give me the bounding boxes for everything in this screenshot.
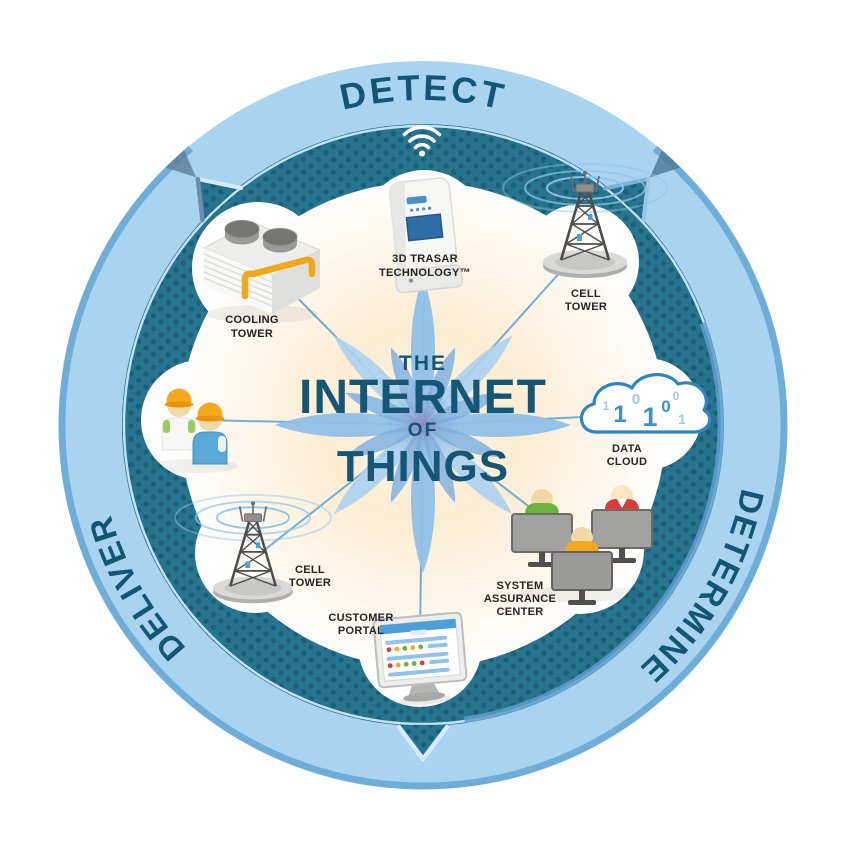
svg-text:1: 1 xyxy=(613,401,626,428)
title-internet: INTERNET xyxy=(299,371,547,424)
ring-notch-top-left xyxy=(165,150,243,223)
cell-tower-right-label: CELL TOWER xyxy=(565,288,607,313)
svg-text:CLOUD: CLOUD xyxy=(607,456,648,468)
customer-portal-label: CUSTOMER PORTAL xyxy=(328,612,393,637)
star-center-glow xyxy=(389,391,457,459)
svg-text:1: 1 xyxy=(678,411,686,427)
svg-text:0: 0 xyxy=(661,397,670,416)
svg-text:PORTAL: PORTAL xyxy=(338,625,384,637)
svg-text:COOLING: COOLING xyxy=(225,314,278,326)
svg-text:TOWER: TOWER xyxy=(231,328,273,340)
worker-white-vest xyxy=(161,388,197,451)
status-dot-row-1 xyxy=(386,642,448,653)
svg-text:ASSURANCE: ASSURANCE xyxy=(484,593,556,605)
field-workers-icon xyxy=(150,388,238,473)
svg-text:CELL: CELL xyxy=(295,564,325,576)
controller-screen xyxy=(405,213,444,242)
ring-notch-bottom xyxy=(396,724,450,762)
workstation-orange xyxy=(551,527,613,605)
page-title: THE INTERNET OF THINGS xyxy=(299,352,547,491)
trasar-label: 3D TRASAR TECHNOLOGY™ xyxy=(379,253,471,279)
svg-text:CENTER: CENTER xyxy=(496,606,543,618)
title-the: THE xyxy=(399,352,447,375)
yellow-pipe xyxy=(241,256,316,300)
system-assurance-label: SYSTEM ASSURANCE CENTER xyxy=(484,580,556,618)
ring-inner-shadow-arc xyxy=(464,321,725,724)
cell-tower-left-label: CELL TOWER xyxy=(289,564,331,589)
star-burst xyxy=(275,277,571,573)
cooling-tower-label: COOLING TOWER xyxy=(225,314,278,340)
monitor-dashboard-icon xyxy=(372,611,468,706)
wifi-icon xyxy=(402,125,442,157)
data-cloud-label: DATA CLOUD xyxy=(607,443,648,468)
workstation-green xyxy=(511,489,573,567)
worker-blue-shirt xyxy=(192,402,228,465)
portal-header-bar xyxy=(379,618,457,635)
cooling-tower-icon xyxy=(202,220,322,323)
svg-text:0: 0 xyxy=(632,391,640,408)
svg-text:TOWER: TOWER xyxy=(565,301,607,313)
svg-text:CUSTOMER: CUSTOMER xyxy=(328,612,393,624)
svg-text:TECHNOLOGY™: TECHNOLOGY™ xyxy=(379,267,471,279)
data-cloud-icon: 1 0 1 0 1 0 1 xyxy=(579,373,712,434)
status-dot-row-2 xyxy=(387,658,450,669)
svg-text:TOWER: TOWER xyxy=(289,577,331,589)
workstations-icon xyxy=(511,485,653,605)
title-of: OF xyxy=(408,420,438,441)
svg-text:SYSTEM: SYSTEM xyxy=(496,580,543,592)
svg-text:3D TRASAR: 3D TRASAR xyxy=(392,253,458,265)
svg-text:0: 0 xyxy=(673,389,680,403)
workstation-red xyxy=(591,485,653,563)
svg-text:1: 1 xyxy=(642,402,657,432)
title-things: THINGS xyxy=(337,442,509,491)
ring-outer-rim-shade xyxy=(58,145,788,790)
trasar-controller-icon xyxy=(388,177,464,294)
svg-text:CELL: CELL xyxy=(571,288,601,300)
svg-text:DATA: DATA xyxy=(612,443,642,455)
svg-text:1: 1 xyxy=(603,399,610,413)
